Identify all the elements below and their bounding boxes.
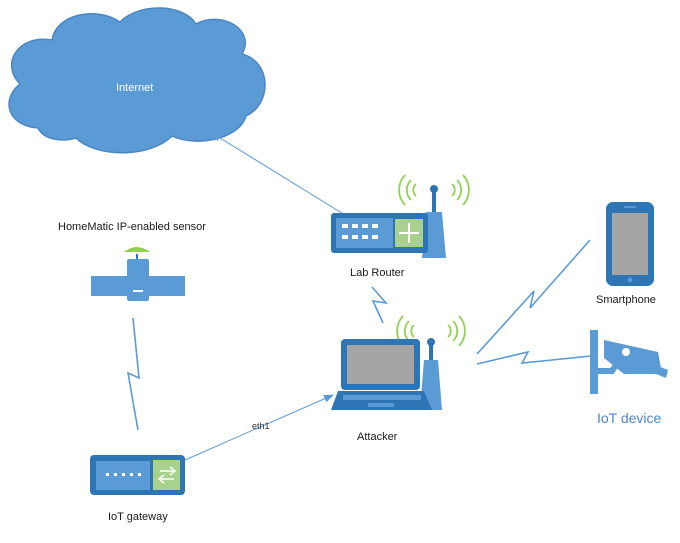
laptop-icon	[331, 315, 466, 410]
gateway-attacker-eth1-link	[184, 394, 334, 461]
router-icon	[331, 174, 470, 258]
smartphone-label: Smartphone	[596, 294, 656, 306]
sensor-gateway-wireless	[126, 317, 140, 431]
attacker-iotdevice-wireless	[476, 350, 592, 365]
gateway-icon	[90, 455, 185, 495]
cloud-icon	[8, 7, 266, 154]
attacker-label: Attacker	[357, 431, 398, 443]
router-attacker-wireless	[371, 286, 389, 324]
smartphone-icon	[606, 202, 654, 286]
eth1-label: eth1	[252, 421, 270, 431]
internet-label: Internet	[116, 82, 154, 94]
attacker-smartphone-wireless	[476, 239, 591, 355]
security-camera-icon	[590, 330, 668, 394]
satellite-sensor-icon	[91, 247, 185, 301]
sensor-label: HomeMatic IP-enabled sensor	[58, 221, 206, 233]
iot-device-label: IoT device	[597, 410, 662, 426]
router-internet-link	[211, 132, 346, 216]
iot-gateway-label: IoT gateway	[108, 511, 168, 523]
lab-router-label: Lab Router	[350, 267, 405, 279]
